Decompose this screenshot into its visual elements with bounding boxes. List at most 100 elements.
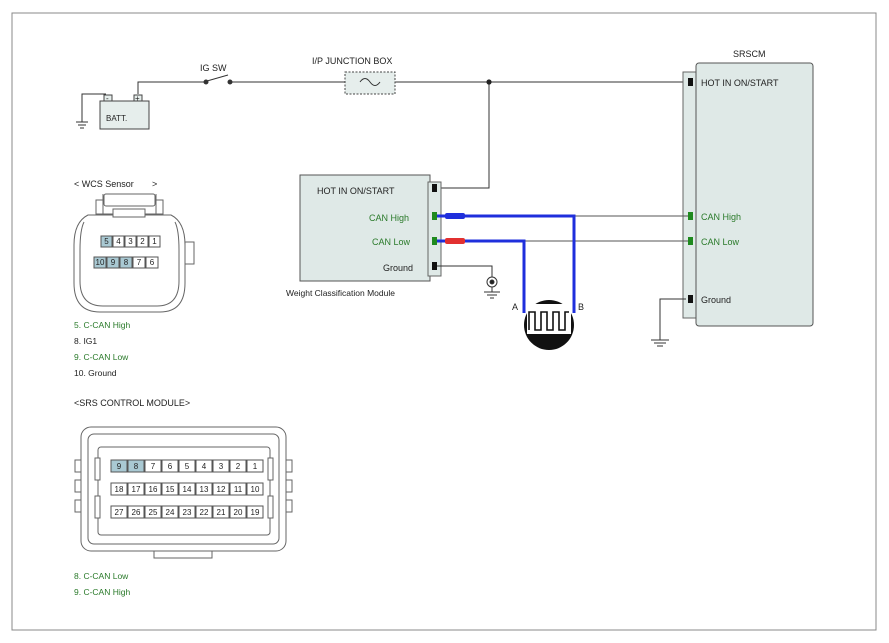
srscm-ground-icon	[651, 298, 686, 347]
wcs-pin-description: 8. IG1	[74, 336, 97, 346]
srs-pin-5	[178, 459, 196, 473]
srs-pin-label: 2	[236, 462, 241, 471]
wcs-pin-6	[145, 256, 159, 269]
srs-pin-label: 24	[166, 508, 175, 517]
srs-pin-11	[229, 482, 247, 496]
srs-pin-label: 17	[132, 485, 141, 494]
srscm-hot-pin	[688, 78, 693, 86]
wcs-pin-5	[100, 235, 113, 248]
srs-pin-12	[212, 482, 230, 496]
wcs-pin-7	[132, 256, 146, 269]
wcs-pin-3	[124, 235, 137, 248]
wcm-hot-label: HOT IN ON/START	[317, 186, 395, 196]
can-high-wire	[437, 214, 576, 313]
ig-switch-label: IG SW	[200, 63, 227, 73]
wcs-pin-9	[106, 256, 120, 269]
srs-pin-24	[161, 505, 179, 519]
srs-pin-25	[144, 505, 162, 519]
wcs-pin-1	[148, 235, 161, 248]
srs-pin-20	[229, 505, 247, 519]
can-wires	[437, 213, 688, 313]
srscm-ground-label: Ground	[701, 295, 731, 305]
wcm-hot-pin	[432, 184, 437, 192]
srs-pin-label: 15	[166, 485, 175, 494]
srs-pin-13	[195, 482, 213, 496]
wcs-pin-8	[119, 256, 133, 269]
junction-box: I/P JUNCTION BOX	[312, 56, 396, 95]
wcs-pin-label: 9	[111, 258, 116, 267]
srs-pin-label: 10	[251, 485, 260, 494]
wcs-pin-label: 2	[140, 237, 145, 246]
wcs-pin-label: 8	[124, 258, 129, 267]
srs-pin-21	[212, 505, 230, 519]
wcs-pin-label: 10	[96, 258, 105, 267]
power-circuit	[76, 74, 690, 189]
wcs-pin-10	[93, 256, 107, 269]
srscm-can-high-pin	[688, 212, 693, 220]
can-high-tip	[445, 213, 465, 219]
wcm-ground-icon	[437, 265, 500, 299]
srs-module-title: <SRS CONTROL MODULE>	[74, 398, 190, 408]
srs-pin-27	[110, 505, 128, 519]
srs-pin-label: 16	[149, 485, 158, 494]
srs-pin-1	[246, 459, 264, 473]
srs-pin-description: 9. C-CAN High	[74, 587, 130, 597]
wcs-pin-description: 9. C-CAN Low	[74, 352, 129, 362]
battery-plus: +	[135, 94, 140, 103]
wcs-pin-label: 4	[116, 237, 121, 246]
terminator-b-label: B	[578, 302, 584, 312]
srs-pin-label: 3	[219, 462, 224, 471]
srs-pin-label: 11	[234, 485, 243, 494]
srscm-can-low-pin	[688, 237, 693, 245]
srs-pin-3	[212, 459, 230, 473]
wcs-pin-label: 3	[128, 237, 133, 246]
srs-pin-23	[178, 505, 196, 519]
wcm-can-high-label: CAN High	[369, 213, 409, 223]
srs-pin-label: 6	[168, 462, 173, 471]
srs-pin-label: 13	[200, 485, 209, 494]
srs-pin-label: 4	[202, 462, 207, 471]
srscm-title: SRSCM	[733, 49, 766, 59]
wcm-module: HOT IN ON/START CAN High CAN Low Ground …	[286, 174, 442, 298]
srs-pin-label: 8	[134, 462, 139, 471]
srs-pin-17	[127, 482, 145, 496]
srscm-module: SRSCM HOT IN ON/START CAN High CAN Low G…	[682, 49, 814, 327]
wcs-sensor-title: < WCS Sensor	[74, 179, 134, 189]
wcm-title: Weight Classification Module	[286, 288, 395, 298]
srs-pin-22	[195, 505, 213, 519]
can-low-tip	[445, 238, 465, 244]
srs-pin-label: 14	[183, 485, 192, 494]
wcs-pin-label: 5	[104, 237, 109, 246]
srs-pin-18	[110, 482, 128, 496]
fuse-icon	[359, 78, 381, 86]
srs-pin-description: 8. C-CAN Low	[74, 571, 129, 581]
srs-pin-label: 7	[151, 462, 156, 471]
battery-label: BATT.	[106, 114, 127, 123]
battery: - + BATT.	[99, 94, 150, 130]
wcs-pin-description: 5. C-CAN High	[74, 320, 130, 330]
srs-pin-26	[127, 505, 145, 519]
srs-pin-label: 20	[234, 508, 243, 517]
srscm-hot-label: HOT IN ON/START	[701, 78, 779, 88]
srs-pin-14	[178, 482, 196, 496]
wcm-can-high-pin	[432, 212, 437, 220]
srscm-can-low-label: CAN Low	[701, 237, 740, 247]
srs-pin-label: 22	[200, 508, 209, 517]
srs-pin-label: 18	[115, 485, 124, 494]
wcs-sensor-title-close: >	[152, 179, 157, 189]
srs-pin-19	[246, 505, 264, 519]
wcs-pin-label: 6	[150, 258, 155, 267]
wcm-can-low-label: CAN Low	[372, 237, 411, 247]
srs-pin-15	[161, 482, 179, 496]
srs-pin-label: 9	[117, 462, 122, 471]
srs-pin-label: 19	[251, 508, 260, 517]
srs-pin-6	[161, 459, 179, 473]
wcs-pin-label: 1	[152, 237, 157, 246]
srscm-ground-pin	[688, 295, 693, 303]
splice-dot	[486, 79, 492, 85]
srs-pin-7	[144, 459, 162, 473]
can-low-wire	[437, 239, 526, 313]
